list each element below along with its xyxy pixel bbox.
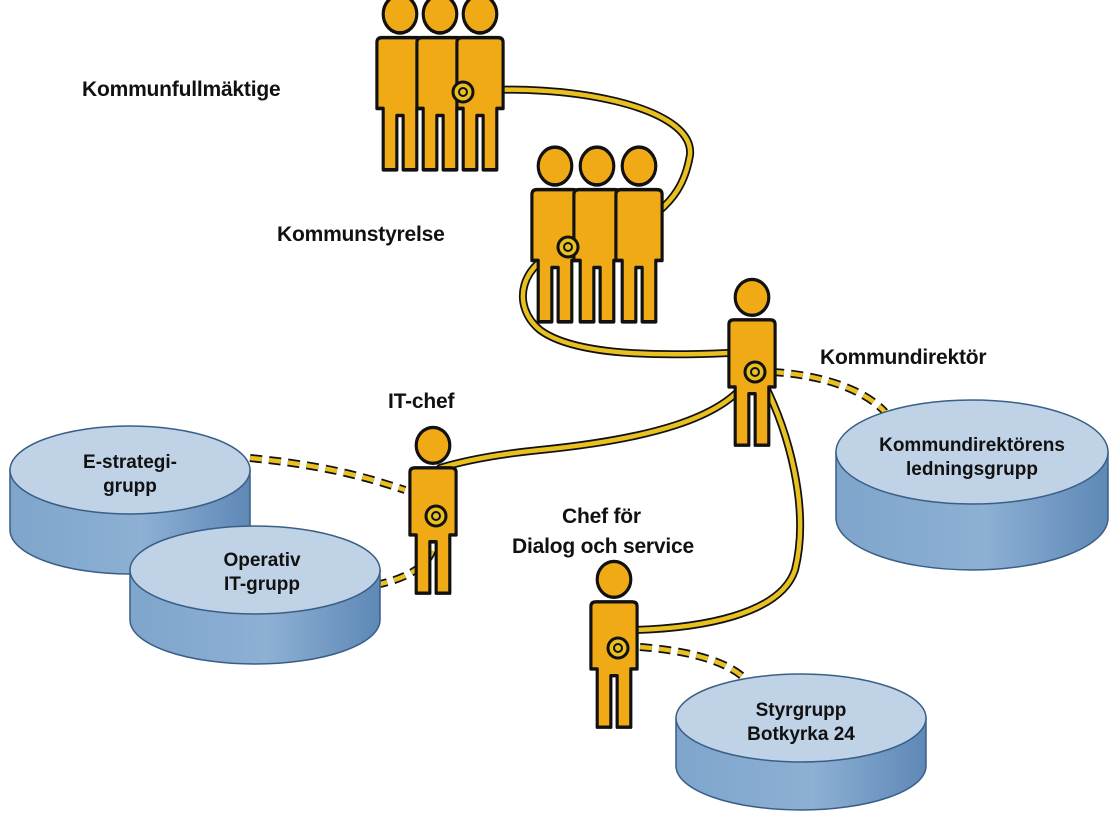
label-it-chef: IT-chef [388,390,455,413]
it-chef-icon [408,425,458,595]
operativ-it-label-line1: Operativ [223,550,301,571]
disc-operativ-it-grupp: Operativ IT-grupp [129,525,381,665]
person-icon [614,145,664,324]
kommunstyrelse-group-icon [530,145,664,324]
connector-ring-icon [556,235,580,259]
cord-styrelse-direktor [519,244,732,359]
person-icon [530,145,580,324]
connector-ring-icon [606,636,630,660]
disc-e-strategi-grupp: E-strategi- grupp [9,425,251,575]
label-chef-for: Chef för [562,505,641,528]
label-dialog-och-service: Dialog och service [512,535,694,558]
dashed-link-direktor-ledningsgrupp [771,368,888,415]
connector-ring-icon [424,504,448,528]
dashed-link-dialogchef-styrgrupp [639,643,745,680]
styrgrupp-label-line2: Botkyrka 24 [747,724,855,745]
ledningsgrupp-label-line1: Kommundirektörens [879,435,1065,456]
ledningsgrupp-label-line2: ledningsgrupp [906,459,1038,480]
operativ-it-label-line2: IT-grupp [224,574,300,595]
connector-ring-icon [451,80,475,104]
dialog-chef-icon [589,559,639,729]
cord-fullmaktige-styrelse [462,85,695,216]
styrgrupp-label-line1: Styrgrupp [756,700,847,721]
kommundirektor-icon [727,277,777,447]
label-kommunstyrelse: Kommunstyrelse [277,223,445,246]
kommunfullmaktige-group-icon [375,0,505,172]
person-icon [572,145,622,324]
label-kommunfullmaktige: Kommunfullmäktige [82,78,280,101]
label-kommundirektor: Kommundirektör [820,346,986,369]
cord-direktor-itchef [436,368,756,472]
cord-direktor-dialogchef [631,368,804,634]
connector-ring-icon [743,360,767,384]
e-strategi-label-line2: grupp [103,476,157,497]
e-strategi-label-line1: E-strategi- [83,452,177,473]
disc-kommundirektorens-ledningsgrupp: Kommundirektörens ledningsgrupp [835,399,1109,571]
disc-styrgrupp-botkyrka-24: Styrgrupp Botkyrka 24 [675,673,927,811]
dashed-link-itchef-estrategi [249,454,407,494]
